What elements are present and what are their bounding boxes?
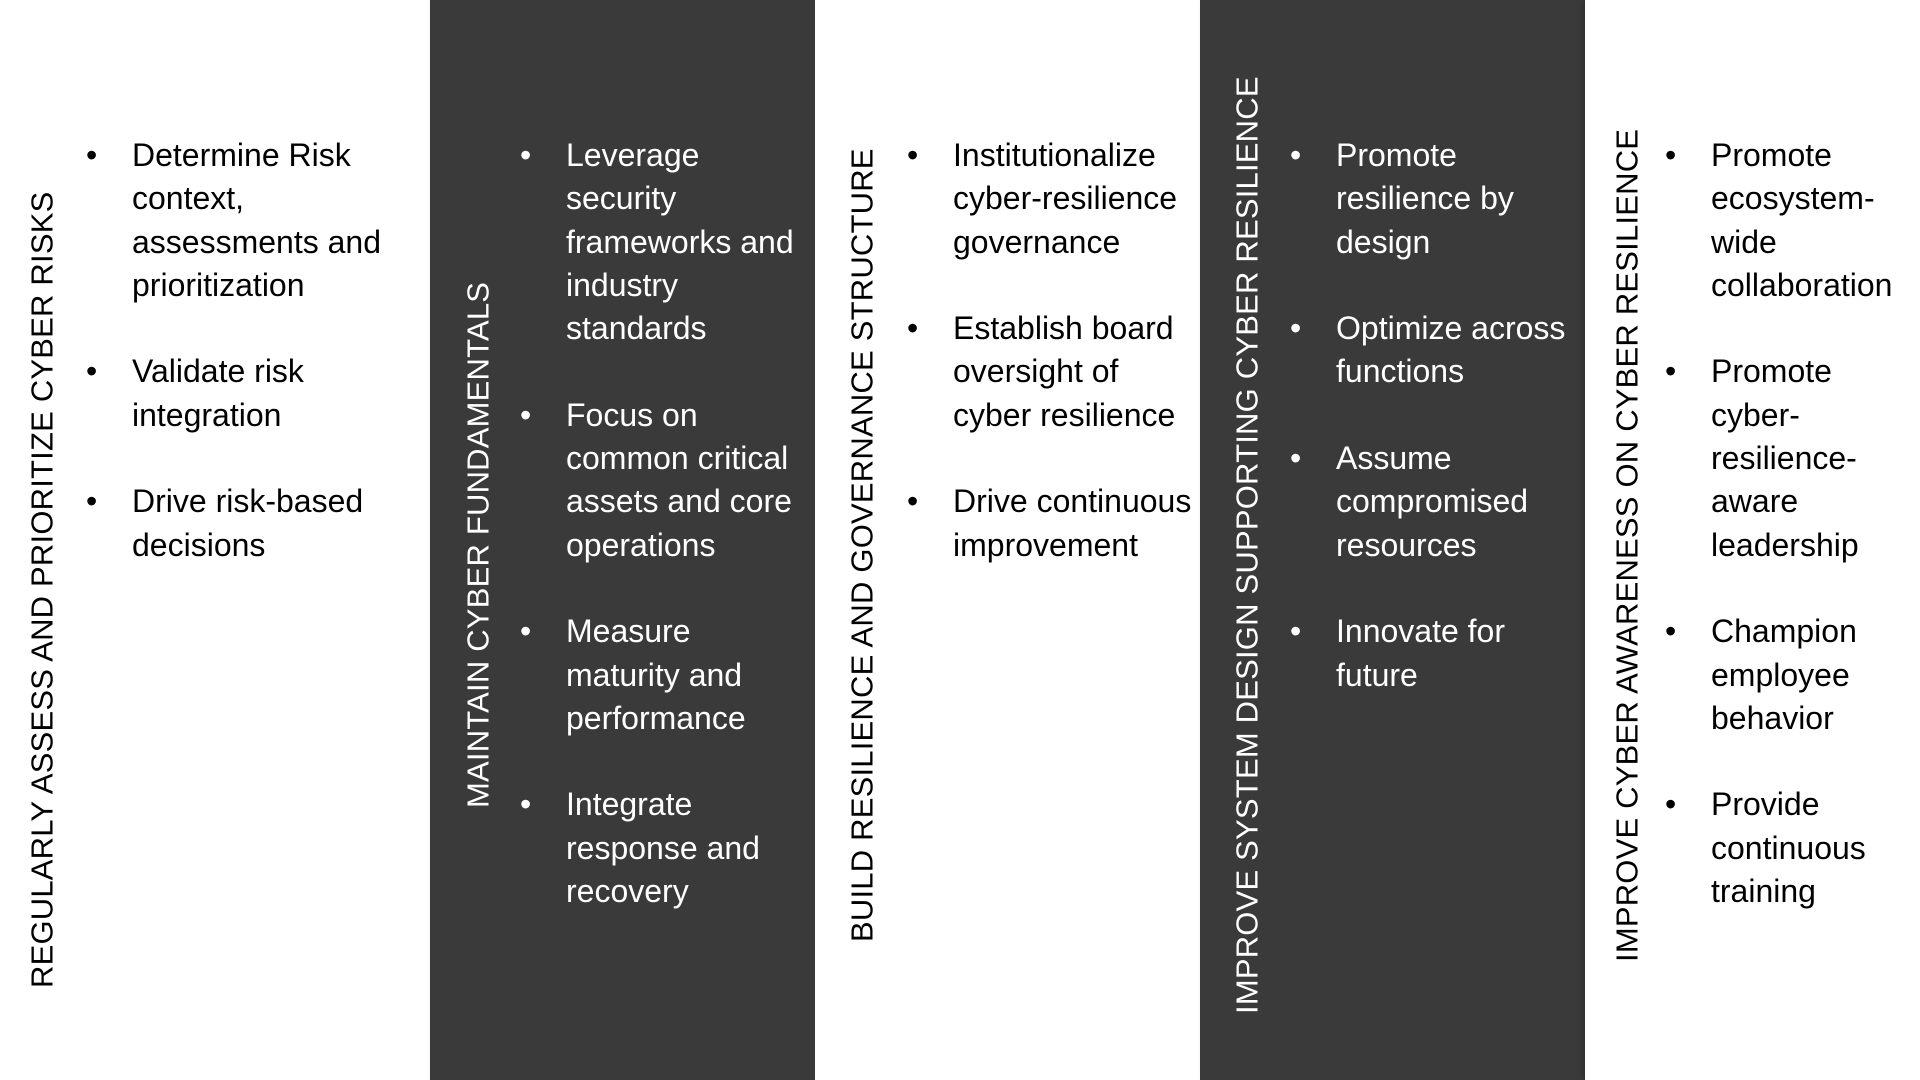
pillar-list-2: Leverage security frameworks and industr… (520, 134, 812, 957)
pillar-column-5: IMPROVE CYBER AWARENESS ON CYBER RESILIE… (1585, 0, 1920, 1080)
list-item: Measure maturity and performance (520, 610, 812, 740)
list-item: Drive risk-based decisions (86, 480, 426, 567)
list-item: Integrate response and recovery (520, 783, 812, 913)
list-item: Validate risk integration (86, 350, 426, 437)
pillar-title-2: MAINTAIN CYBER FUNDAMENTALS (460, 281, 496, 808)
pillar-list-3: Institutionalize cyber-resilience govern… (907, 134, 1199, 610)
pillar-title-4: IMPROVE SYSTEM DESIGN SUPPORTING CYBER R… (1229, 76, 1265, 1014)
list-item: Champion employee behavior (1665, 610, 1917, 740)
list-item: Promote ecosystem-wide collaboration (1665, 134, 1917, 307)
list-item: Determine Risk context, assessments and … (86, 134, 426, 307)
list-item: Establish board oversight of cyber resil… (907, 307, 1199, 437)
pillar-column-2: MAINTAIN CYBER FUNDAMENTALS Leverage sec… (430, 0, 815, 1080)
list-item: Institutionalize cyber-resilience govern… (907, 134, 1199, 264)
list-item: Drive continuous improvement (907, 480, 1199, 567)
list-item: Promote resilience by design (1290, 134, 1582, 264)
pillar-column-4: IMPROVE SYSTEM DESIGN SUPPORTING CYBER R… (1200, 0, 1585, 1080)
pillar-title-5: IMPROVE CYBER AWARENESS ON CYBER RESILIE… (1609, 128, 1645, 962)
pillar-column-1: REGULARLY ASSESS AND PRIORITIZE CYBER RI… (0, 0, 430, 1080)
list-item: Promote cyber-resilience-aware leadershi… (1665, 350, 1917, 566)
list-item: Focus on common critical assets and core… (520, 394, 812, 567)
list-item: Provide continuous training (1665, 783, 1917, 913)
list-item: Assume compromised resources (1290, 437, 1582, 567)
pillar-list-5: Promote ecosystem-wide collaboration Pro… (1665, 134, 1917, 957)
pillar-title-3: BUILD RESILIENCE AND GOVERNANCE STRUCTUR… (844, 148, 880, 942)
list-item: Optimize across functions (1290, 307, 1582, 394)
pillar-list-1: Determine Risk context, assessments and … (86, 134, 426, 610)
pillar-list-4: Promote resilience by design Optimize ac… (1290, 134, 1582, 740)
pillar-column-3: BUILD RESILIENCE AND GOVERNANCE STRUCTUR… (815, 0, 1200, 1080)
pillar-title-1: REGULARLY ASSESS AND PRIORITIZE CYBER RI… (24, 191, 60, 988)
list-item: Leverage security frameworks and industr… (520, 134, 812, 350)
list-item: Innovate for future (1290, 610, 1582, 697)
